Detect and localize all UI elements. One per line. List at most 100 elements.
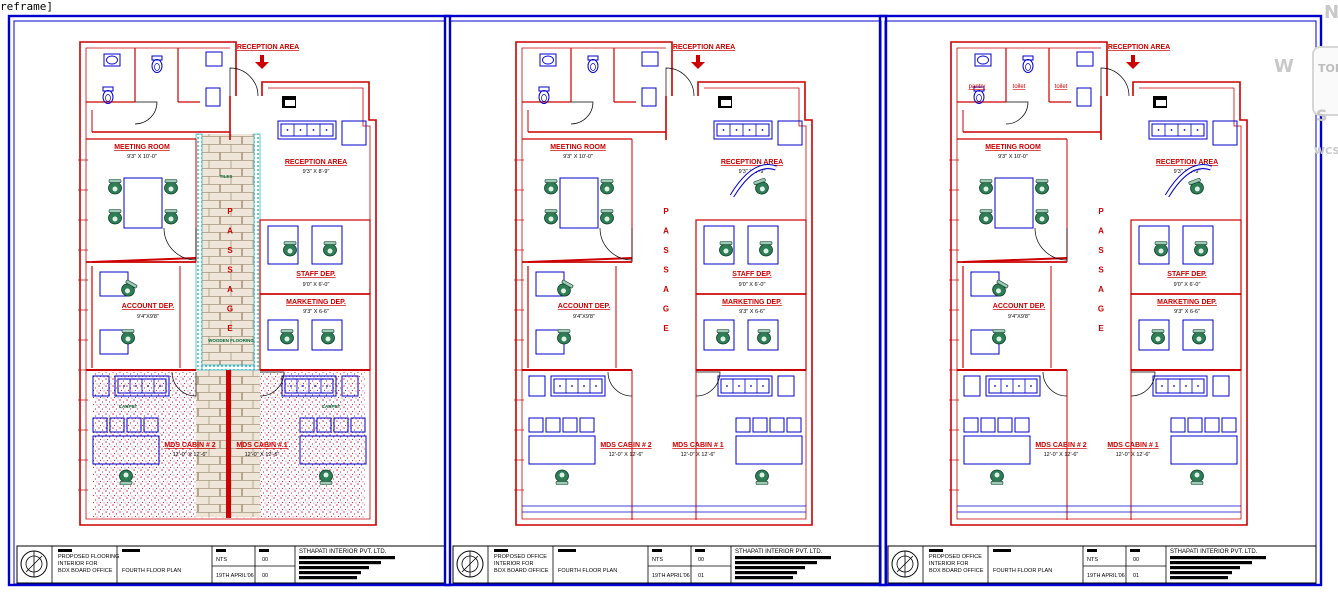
redacted-address bbox=[299, 571, 361, 575]
visitor-chair bbox=[735, 417, 751, 433]
reception-area-label: RECEPTION AREA bbox=[1156, 159, 1218, 166]
marketing-dep-label: MARKETING DEP. bbox=[286, 299, 346, 306]
visitor-chair bbox=[997, 417, 1013, 433]
chair-cushion bbox=[759, 472, 765, 478]
chair-icon bbox=[321, 329, 335, 345]
visitor-chair bbox=[579, 417, 595, 433]
sofa-icon bbox=[717, 375, 773, 397]
viewcube-north-label[interactable]: N bbox=[1324, 2, 1338, 23]
carpet-label: CARPET bbox=[119, 404, 138, 409]
passage-letter: E bbox=[227, 324, 233, 333]
sofa-icon bbox=[277, 120, 337, 140]
chair-cushion bbox=[323, 472, 329, 478]
passage-letter: S bbox=[227, 246, 233, 255]
wall-inner bbox=[521, 87, 807, 520]
date-text: 19TH APRIL'06 bbox=[216, 573, 254, 579]
viewcube-west-label[interactable]: W bbox=[1274, 56, 1294, 77]
door-swing bbox=[1042, 371, 1068, 397]
mds-cabin-2-label: MDS CABIN # 2 bbox=[164, 442, 215, 449]
door-swing bbox=[1100, 67, 1130, 97]
viewcube[interactable]: N W TOP S WCS bbox=[1262, 2, 1338, 172]
redacted-block bbox=[58, 549, 72, 552]
basin-bowl bbox=[106, 55, 118, 65]
wall-inner bbox=[85, 87, 371, 520]
chair-back bbox=[557, 329, 571, 334]
chair-back bbox=[757, 329, 771, 334]
door-swing bbox=[1005, 101, 1029, 125]
sofa-frame bbox=[281, 375, 337, 397]
sofa-button bbox=[1183, 129, 1186, 131]
sofa-button bbox=[1161, 385, 1163, 387]
basin-counter bbox=[974, 53, 992, 67]
chair-back bbox=[323, 241, 337, 246]
chair-cushion bbox=[604, 186, 610, 192]
title-block-frame bbox=[452, 545, 882, 584]
wc-icon bbox=[151, 55, 163, 73]
date-text: 19TH APRIL'06 bbox=[652, 573, 690, 579]
washbasin-icon bbox=[103, 53, 121, 67]
reception-area-label: RECEPTION AREA bbox=[721, 159, 783, 166]
drawing-title: FOURTH FLOOR PLAN bbox=[558, 568, 617, 574]
workstation bbox=[703, 225, 735, 265]
sofa-button bbox=[325, 129, 328, 131]
chair-icon bbox=[544, 209, 558, 225]
visitor-chair bbox=[299, 417, 315, 433]
mds-cabin-2-dim: 12'-0" X 12'-6" bbox=[173, 452, 208, 458]
chair-cushion bbox=[112, 186, 118, 192]
viewport-label[interactable]: reframe] bbox=[0, 0, 53, 13]
sofa-button bbox=[1006, 385, 1008, 387]
chair-cushion bbox=[561, 288, 566, 294]
chair-icon bbox=[1035, 179, 1049, 195]
door-swing bbox=[665, 67, 695, 97]
sheet-revision: 01 bbox=[1133, 573, 1139, 579]
sofa-button bbox=[1170, 129, 1173, 131]
visitor-chair bbox=[1170, 417, 1186, 433]
chair-cushion bbox=[1196, 336, 1202, 342]
sofa-icon bbox=[114, 375, 170, 397]
sofa-frame bbox=[277, 120, 337, 140]
sheet-revision: 01 bbox=[698, 573, 704, 579]
pantry-counter bbox=[205, 51, 223, 67]
side-cabinet bbox=[777, 375, 795, 397]
chair-back bbox=[600, 209, 614, 214]
redacted-address bbox=[735, 561, 817, 565]
chair-icon bbox=[555, 469, 569, 485]
north-arrow-icon bbox=[461, 551, 479, 577]
viewcube-top-label[interactable]: TOP bbox=[1318, 62, 1338, 75]
chair-back bbox=[1192, 329, 1206, 334]
chair-back bbox=[544, 179, 558, 184]
reception-side-table bbox=[1212, 120, 1238, 146]
sofa-button bbox=[299, 129, 302, 131]
chair-icon bbox=[1151, 329, 1165, 345]
viewcube-face[interactable]: TOP bbox=[1312, 46, 1338, 116]
date-text: 19TH APRIL'06 bbox=[1087, 573, 1125, 579]
wall-line bbox=[91, 257, 197, 263]
wc-bowl bbox=[973, 90, 985, 104]
marketing-dep-dim: 9'3" X 6-6" bbox=[739, 309, 765, 315]
passage-letter: S bbox=[663, 266, 669, 275]
chair-icon bbox=[121, 279, 138, 297]
sheet-number: 00 bbox=[1133, 557, 1139, 563]
chair-icon bbox=[108, 179, 122, 195]
visitor-chair bbox=[126, 417, 142, 433]
column-notch bbox=[721, 100, 731, 106]
wall-inner bbox=[956, 47, 1101, 132]
passage-letter: E bbox=[1098, 324, 1104, 333]
mds-desk bbox=[963, 435, 1031, 465]
chair-icon bbox=[557, 279, 574, 297]
sofa-icon bbox=[1152, 375, 1208, 397]
sofa-button bbox=[290, 385, 292, 387]
passage-letter: A bbox=[1098, 285, 1104, 294]
chair-cushion bbox=[287, 248, 293, 254]
chair-cushion bbox=[1039, 216, 1045, 222]
viewcube-south-label[interactable]: S bbox=[1316, 106, 1328, 125]
sheet-number: 00 bbox=[698, 557, 704, 563]
wcs-label[interactable]: WCS bbox=[1314, 146, 1338, 157]
chair-cushion bbox=[561, 336, 567, 342]
chair-back bbox=[990, 480, 1004, 485]
project-line: PROPOSED FLOORING bbox=[58, 554, 119, 560]
